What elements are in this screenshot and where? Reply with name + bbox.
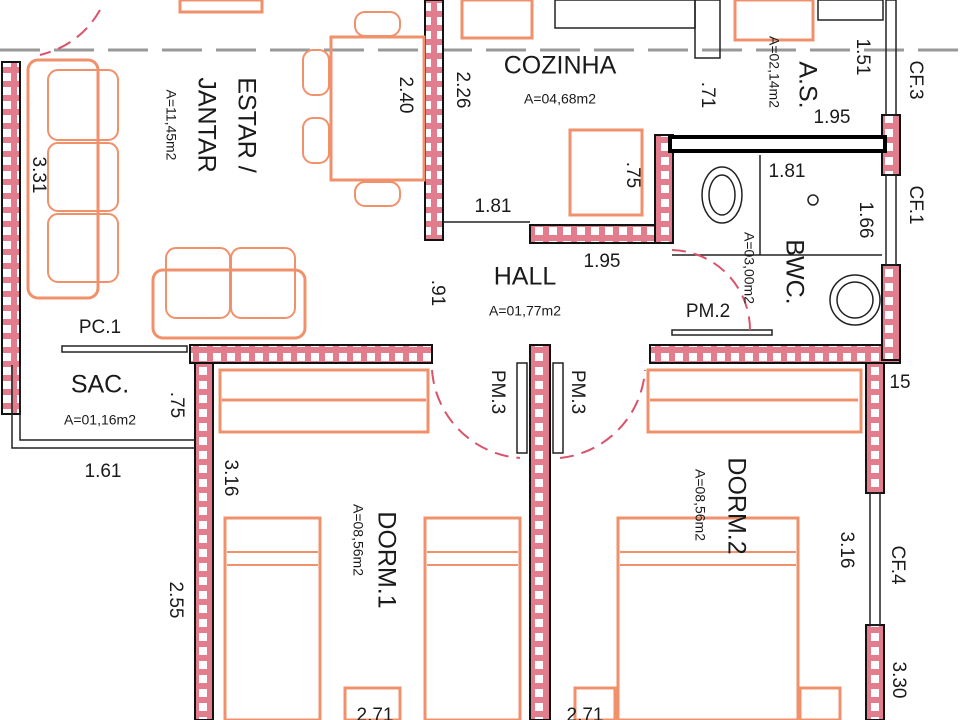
dimension: .91: [427, 280, 448, 306]
nightstand: [343, 686, 402, 720]
room-name-dorm2: DORM.2: [722, 457, 750, 554]
furniture: [26, 0, 881, 720]
room-name-sac: SAC.: [71, 371, 129, 399]
sink: [829, 274, 881, 326]
opening-labels: PC.1 PM.2 PM.3 PM.3 CF.1 CF.3 CF.4: [79, 60, 926, 585]
room-name-hall: HALL: [494, 263, 557, 291]
dimension: 2.26: [452, 72, 473, 109]
dimension: .75: [622, 162, 643, 188]
room-area-as: A=02,14m2: [766, 36, 782, 108]
dimension: 15: [889, 372, 910, 393]
dimension-labels: 3.31 2.40 2.26 .71 1.51 1.95 .75 1.81 1.…: [28, 39, 911, 720]
bed-single-1: [223, 516, 322, 720]
dimension: 2.40: [395, 77, 416, 114]
room-area-hall: A=01,77m2: [489, 303, 561, 319]
nightstand: [798, 686, 842, 720]
dimension: .71: [697, 82, 718, 108]
dimension: 1.61: [85, 461, 122, 482]
nightstand: [573, 686, 617, 720]
wardrobe-dorm2: [646, 368, 863, 434]
label-cf4: CF.4: [887, 545, 908, 585]
toilet: [701, 166, 743, 224]
door-pm3-left: [516, 362, 528, 454]
room-labels: ESTAR / JANTAR A=11,45m2 COZINHA A=04,68…: [64, 36, 821, 609]
window-cf3: [885, 0, 897, 116]
room-area-estar: A=11,45m2: [163, 90, 179, 161]
dimension: 2.55: [165, 582, 186, 619]
room-area-dorm2: A=08,56m2: [692, 469, 708, 541]
dimension: 3.31: [28, 157, 49, 194]
window-pc1: [61, 345, 188, 353]
dimension: 1.95: [584, 251, 621, 272]
label-cf3: CF.3: [905, 60, 926, 99]
room-area-sac: A=01,16m2: [64, 412, 136, 428]
label-cf1: CF.1: [905, 185, 926, 224]
label-pm3-left: PM.3: [487, 370, 508, 414]
room-name-as: A.S.: [793, 61, 821, 108]
dimension: 1.66: [855, 202, 876, 239]
label-pm2: PM.2: [686, 301, 730, 322]
door-pm3-right: [552, 362, 564, 454]
label-pc1: PC.1: [79, 317, 121, 338]
wardrobe-dorm1: [218, 368, 430, 434]
room-area-dorm1: A=08,56m2: [350, 504, 366, 576]
tv-stand: [178, 0, 264, 14]
shower: [807, 194, 819, 206]
dimension: 2.71: [567, 705, 604, 720]
room-name-jantar: JANTAR: [192, 77, 220, 172]
dimension: .75: [166, 392, 187, 418]
bed-single-2: [423, 516, 522, 720]
laundry-tank: [733, 0, 815, 42]
dimension: 2.71: [357, 705, 394, 720]
dimension: 3.30: [888, 662, 909, 699]
door-pm2: [671, 329, 773, 336]
dimension: 1.95: [814, 107, 851, 128]
window-cf4: [869, 492, 881, 626]
window-cf1: [885, 174, 897, 266]
dimension: 1.51: [852, 39, 873, 76]
label-pm3-right: PM.3: [567, 370, 588, 414]
door-swings: [39, 9, 751, 459]
room-name-estar: ESTAR /: [232, 77, 260, 172]
stove: [460, 0, 534, 40]
room-name-dorm1: DORM.1: [372, 511, 400, 608]
dimension: 3.16: [220, 460, 241, 497]
dimension: 1.81: [475, 196, 512, 217]
room-area-cozinha: A=04,68m2: [524, 91, 596, 107]
bed-double: [616, 516, 800, 720]
dimension: 3.16: [836, 532, 857, 569]
room-area-bwc: A=03,00m2: [741, 232, 757, 304]
fridge: [568, 128, 644, 217]
dimension: 1.81: [769, 161, 806, 182]
room-name-cozinha: COZINHA: [504, 52, 617, 80]
windows-and-lines: [11, 0, 897, 626]
sofa-3-seat: [26, 58, 100, 300]
walls: [1, 0, 901, 720]
room-name-bwc: BWC.: [780, 239, 808, 304]
